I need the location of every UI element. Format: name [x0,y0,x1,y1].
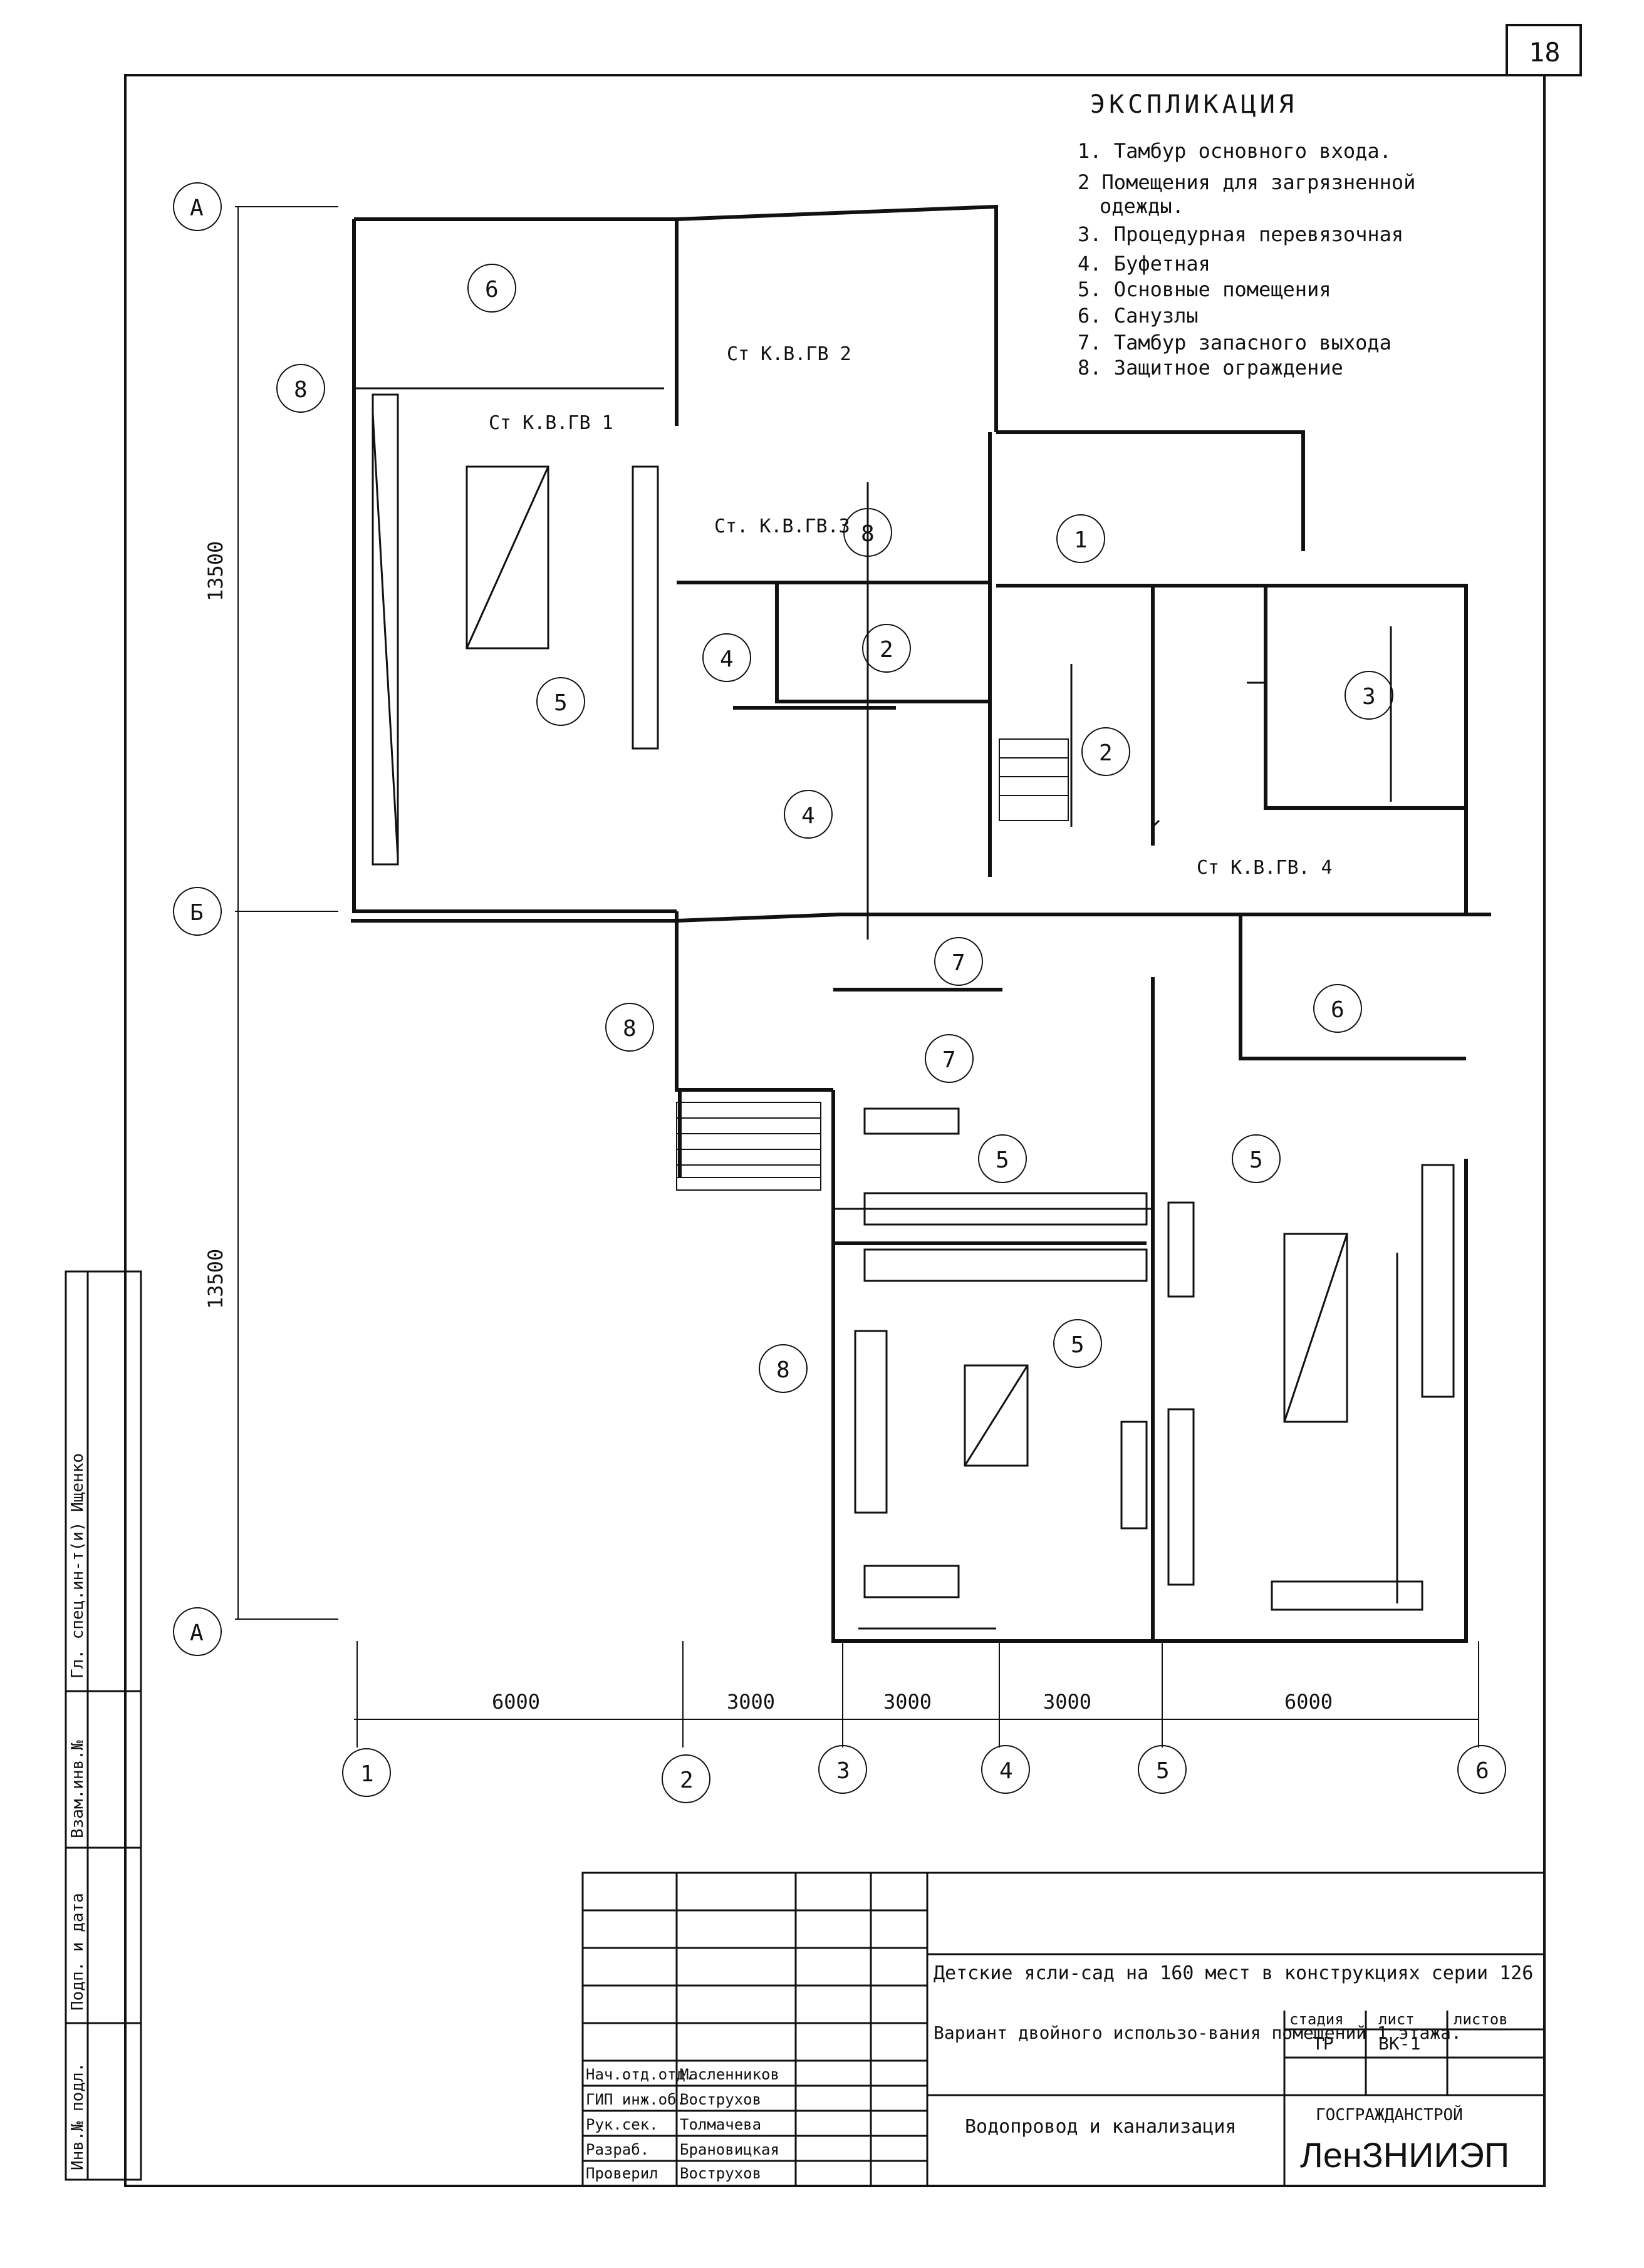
room-tag: 8 [294,377,308,403]
legend-item: 4. Буфетная [1078,252,1210,276]
room-tag: 5 [1071,1332,1085,1358]
org-logo-text: ЛенЗНИИЭП [1300,2135,1509,2175]
sheet-header: лист [1378,2011,1415,2028]
room-tag: 2 [1099,740,1113,766]
side-stamp-cell: Инв.№ подл. [68,2063,87,2170]
stage-header: стадия [1289,2011,1344,2028]
legend-item: 2 Помещения для загрязненной [1078,170,1415,194]
room-tag: 7 [942,1047,956,1073]
axis-label-row: Б [190,900,204,926]
inner-walls [354,387,1398,1630]
riser-label: Ст. К.В.ГВ.3 [714,515,850,537]
axis-label-col: 2 [680,1768,694,1793]
legend-item: 7. Тамбур запасного выхода [1078,331,1392,355]
room-tag: 6 [485,277,499,303]
side-stamp [65,1270,142,2181]
legend-item: 5. Основные помещения [1078,277,1331,301]
sheet-title: Вариант двойного использо-вания помещени… [934,2022,1462,2043]
room-tag: 8 [776,1357,790,1383]
building-walls [351,204,1491,1643]
riser-label: Ст К.В.ГВ 1 [489,412,613,434]
axis-label-col: 6 [1475,1758,1489,1784]
signer-role: Нач.отд.отд. [586,2066,694,2083]
axis-label-row: А [190,195,204,221]
room-tag: 2 [880,637,893,663]
riser-label: Ст К.В.ГВ. 4 [1197,857,1333,879]
signer-name: Масленников [680,2066,779,2083]
sheet-code: ВК-1 [1378,2033,1420,2054]
side-stamp-cell: Гл. спец.ин-т(и) Ищенко [68,1453,87,1679]
room-tag: 1 [1074,527,1088,553]
signer-role: ГИП инж.об. [586,2091,685,2108]
dimension-label: 3000 [883,1690,932,1714]
axis-label-col: 4 [999,1758,1013,1784]
axis-label-col: 1 [360,1761,374,1787]
signer-name: Вострухов [680,2165,761,2182]
legend: ЭКСПЛИКАЦИЯ 1. Тамбур основного входа. 2… [1078,90,1415,380]
dimension-label: 13500 [204,541,227,601]
axis-label-row: А [190,1620,204,1646]
signer-name: Вострухов [680,2091,761,2108]
legend-item: 3. Процедурная перевязочная [1078,222,1403,246]
signer-name: Брановицкая [680,2141,779,2158]
section-title: Водопровод и канализация [965,2116,1236,2138]
legend-item: 8. Защитное ограждение [1078,356,1343,380]
room-tag: 4 [801,803,815,829]
title-block [581,1872,1546,2187]
room-tag: 6 [1331,997,1345,1023]
legend-item: 6. Санузлы [1078,304,1199,328]
dimension-label: 3000 [727,1690,775,1714]
legend-item: одежды. [1100,194,1184,218]
room-tag: 3 [1362,684,1376,710]
dimension-label: 13500 [204,1249,227,1309]
dimension-label: 6000 [492,1690,540,1714]
signer-role: Рук.сек. [586,2116,658,2133]
room-tag: 5 [554,690,568,716]
sheet-number-box [1506,24,1582,76]
org-name: ГОСГРАЖДАНСТРОЙ [1316,2105,1463,2125]
dimension-label: 6000 [1284,1690,1333,1714]
side-stamp-cell: Подп. и дата [68,1893,87,2011]
room-tags [276,264,1393,1393]
room-tag: 4 [720,646,734,672]
room-tag: 5 [996,1147,1009,1173]
signer-name: Толмачева [680,2116,761,2133]
legend-title: ЭКСПЛИКАЦИЯ [1090,90,1298,119]
axes [173,182,1506,1803]
room-tag: 8 [861,521,875,547]
axis-label-col: 5 [1156,1758,1170,1784]
axis-label-col: 3 [836,1758,850,1784]
room-tag: 8 [623,1016,637,1042]
side-stamp-cell: Взам.инв.№ [68,1740,87,1838]
furniture [372,393,1455,1611]
project-title: Детские ясли-сад на 160 мест в конструкц… [934,1962,1533,1984]
sheets-header: листов [1454,2011,1508,2028]
signer-role: Разраб. [586,2141,649,2158]
dimension-label: 3000 [1043,1690,1091,1714]
stairs [676,738,1069,1191]
room-tag: 5 [1249,1147,1263,1173]
signer-role: Проверил [586,2165,658,2182]
stage-value: ТР [1313,2033,1334,2054]
room-tag: 7 [952,950,965,976]
riser-label: Ст К.В.ГВ 2 [727,343,851,365]
legend-item: 1. Тамбур основного входа. [1078,139,1392,163]
sheet-number: 18 [1529,37,1561,68]
